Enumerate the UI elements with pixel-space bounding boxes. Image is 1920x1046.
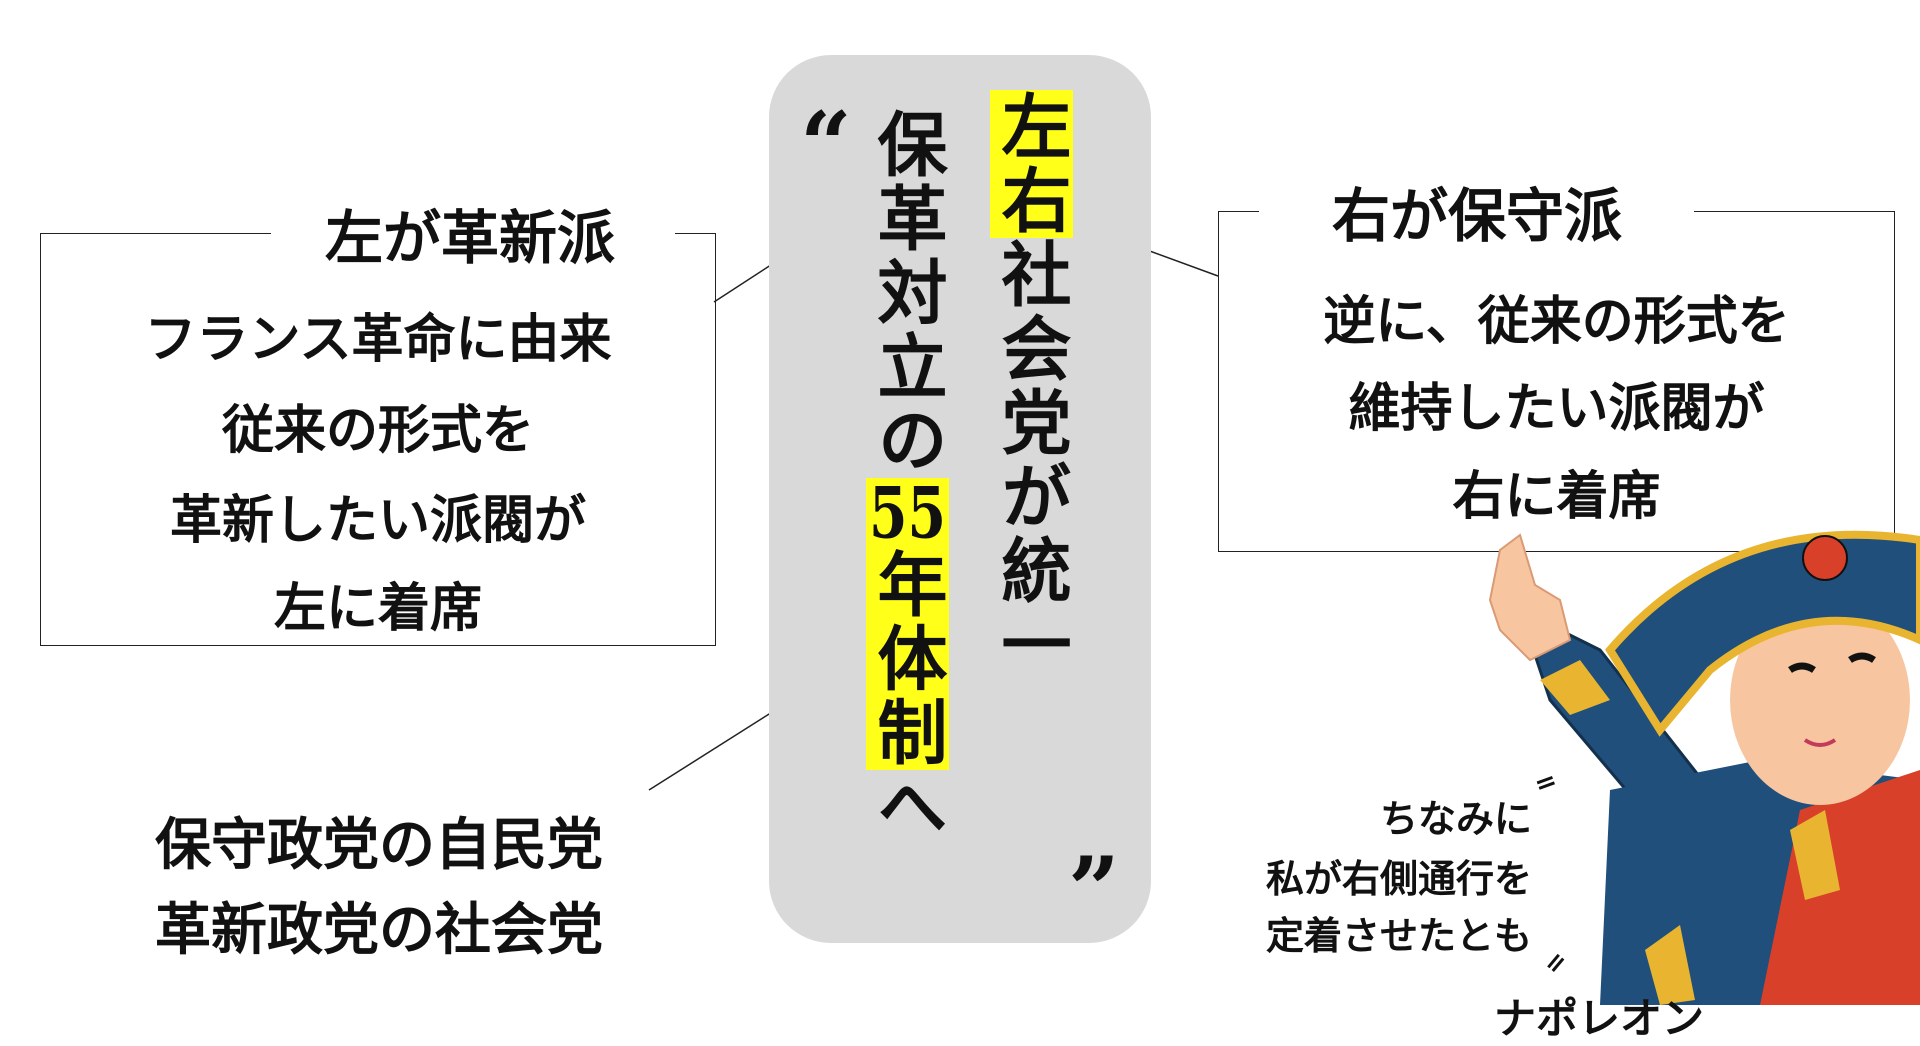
open-quote-mark: “ bbox=[800, 92, 852, 198]
headline-column-left: 保革対立の55年体制へ bbox=[866, 108, 949, 844]
left-box-line: フランス革命に由来 bbox=[144, 310, 612, 370]
right-box-line: 維持したい派閥が bbox=[1348, 379, 1765, 439]
headline-quote-box bbox=[769, 55, 1151, 943]
napoleon-speech-line: ちなみに bbox=[1379, 797, 1532, 841]
ldp-note: 保守政党の自民党 bbox=[155, 813, 603, 878]
headline-column-right: 左右社会党が統一 bbox=[990, 90, 1073, 682]
left-box-line: 革新したい派閥が bbox=[169, 491, 586, 551]
jsp-note: 革新政党の社会党 bbox=[155, 898, 603, 963]
headline-text: 社会党が統一 bbox=[990, 238, 1073, 682]
headline-highlight-system: 年体制 bbox=[866, 548, 949, 770]
right-explanation-box: 右が保守派 逆に、従来の形式を 維持したい派閥が 右に着席 bbox=[1218, 169, 1895, 552]
close-quote-mark: ” bbox=[1068, 837, 1120, 943]
napoleon-illustration bbox=[1488, 530, 1920, 1005]
headline-highlight-left-right: 左右 bbox=[990, 90, 1073, 238]
right-box-title: 右が保守派 bbox=[1309, 169, 1645, 253]
left-explanation-box: 左が革新派 フランス革命に由来 従来の形式を 革新したい派閥が 左に着席 bbox=[40, 191, 716, 646]
headline-text: へ bbox=[866, 770, 949, 844]
headline-text: 保革対立の bbox=[866, 108, 949, 478]
headline-highlight-55: 55 bbox=[866, 478, 949, 548]
napoleon-speech-line: 定着させたとも bbox=[1265, 914, 1532, 958]
napoleon-speech-line: 私が右側通行を bbox=[1265, 857, 1532, 901]
napoleon-name: ナポレオン bbox=[1494, 994, 1705, 1043]
right-box-line: 右に着席 bbox=[1452, 467, 1661, 527]
left-box-line: 従来の形式を bbox=[221, 401, 534, 461]
left-box-title: 左が革新派 bbox=[302, 191, 638, 275]
right-box-line: 逆に、従来の形式を bbox=[1323, 292, 1790, 352]
left-box-line: 左に着席 bbox=[273, 579, 482, 639]
